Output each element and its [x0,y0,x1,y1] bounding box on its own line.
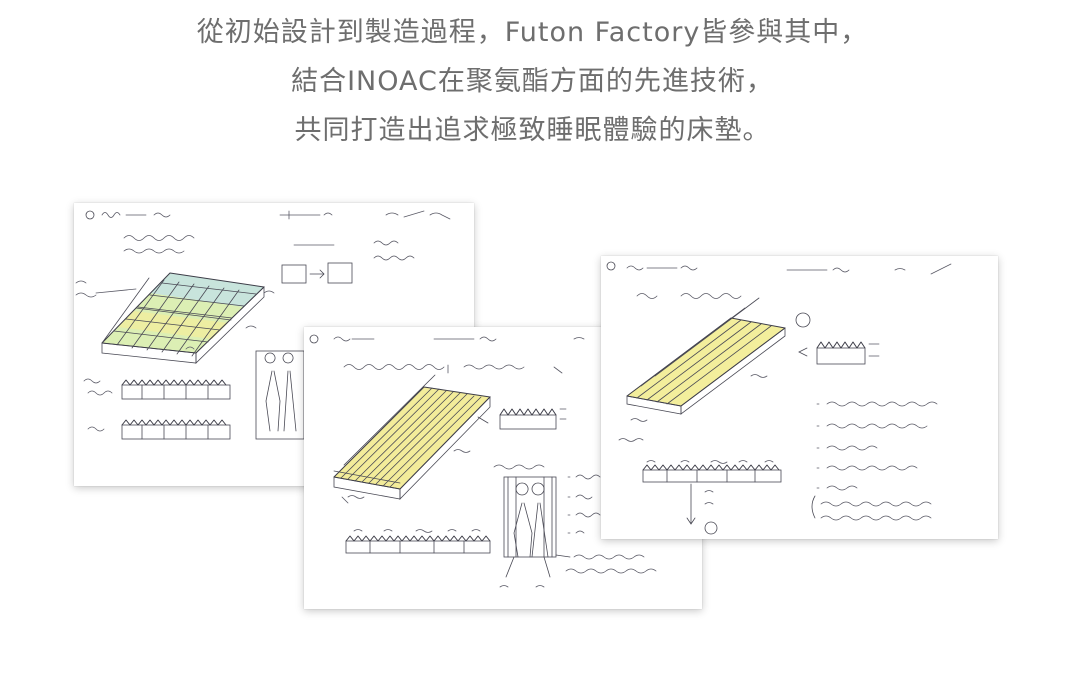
sketch-3-drawing [606,261,952,535]
intro-line-3: 共同打造出追求極致睡眠體驗的床墊。 [294,115,771,146]
mattress-sketch-3 [601,256,998,539]
intro-line-2: 結合INOAC在聚氨酯方面的先進技術， [291,66,774,97]
intro-line-1: 從初始設計到製造過程，Futon Factory皆參與其中， [196,17,869,48]
sketch-2-drawing [309,334,657,588]
intro-text: 從初始設計到製造過程，Futon Factory皆參與其中， 結合INOAC在聚… [0,8,1065,155]
sketch-1-drawing [75,210,451,440]
